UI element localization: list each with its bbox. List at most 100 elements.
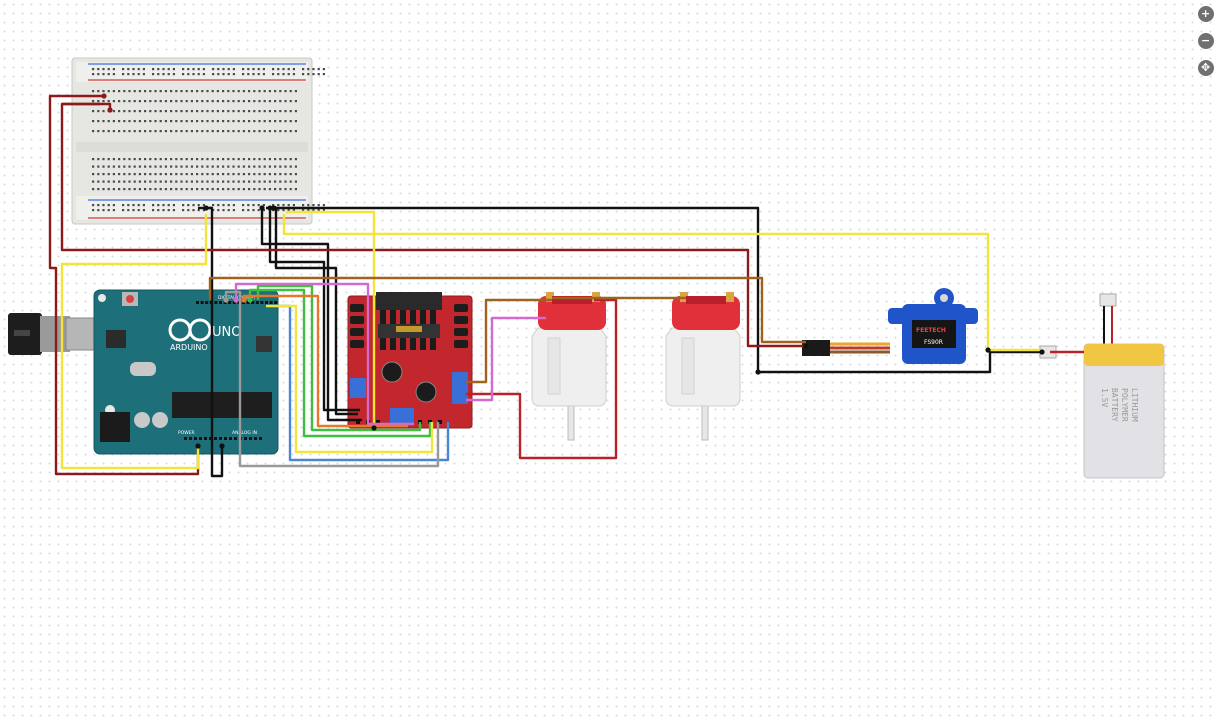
- hole: [222, 120, 225, 123]
- hole: [222, 180, 225, 183]
- hole: [164, 130, 167, 133]
- hole: [196, 173, 199, 176]
- hole: [112, 120, 115, 123]
- hole: [162, 73, 165, 76]
- hole: [137, 204, 140, 207]
- dc-motor-2[interactable]: [665, 292, 741, 441]
- hole: [159, 158, 162, 161]
- hole: [216, 100, 219, 103]
- hole: [237, 165, 240, 168]
- motor-a-terminal[interactable]: [350, 378, 366, 398]
- hole: [197, 209, 200, 212]
- hole: [263, 188, 266, 191]
- hole: [194, 437, 197, 440]
- hole: [242, 209, 245, 212]
- hole: [248, 100, 251, 103]
- hole: [242, 158, 245, 161]
- hole: [185, 100, 188, 103]
- hole: [237, 180, 240, 183]
- hole: [227, 188, 230, 191]
- hole: [190, 188, 193, 191]
- hole: [216, 173, 219, 176]
- hole: [294, 130, 297, 133]
- hole: [142, 68, 145, 71]
- power-jack: [100, 412, 130, 442]
- hole: [133, 158, 136, 161]
- hole: [211, 173, 214, 176]
- zoom-out-icon[interactable]: −: [1198, 33, 1214, 49]
- servo-connector[interactable]: [802, 340, 830, 356]
- hole: [201, 100, 204, 103]
- hole: [232, 130, 235, 133]
- hole: [144, 90, 147, 93]
- hole: [212, 68, 215, 71]
- hole: [227, 165, 230, 168]
- power-analog-pin-header[interactable]: [184, 437, 262, 440]
- l298n-motor-driver[interactable]: [347, 292, 473, 429]
- power-terminal[interactable]: [390, 408, 414, 424]
- hole: [164, 173, 167, 176]
- hole: [107, 120, 110, 123]
- hole: [211, 180, 214, 183]
- hole: [149, 173, 152, 176]
- hole: [167, 204, 170, 207]
- hole: [211, 110, 214, 113]
- hole: [107, 188, 110, 191]
- hole: [144, 173, 147, 176]
- hole: [175, 165, 178, 168]
- servo-motor[interactable]: FEETECH FS90R: [802, 288, 978, 364]
- hole: [211, 120, 214, 123]
- hole: [201, 188, 204, 191]
- zoom-in-icon[interactable]: +: [1198, 6, 1214, 22]
- hole: [263, 90, 266, 93]
- hole: [228, 301, 232, 304]
- hole: [180, 158, 183, 161]
- hole: [149, 100, 152, 103]
- hole: [217, 73, 220, 76]
- hole: [222, 68, 225, 71]
- hole: [122, 73, 125, 76]
- arduino-uno[interactable]: UNO ARDUINO DIGITAL (PWM~) POWER ANALOG …: [93, 289, 279, 455]
- fit-to-screen-icon[interactable]: ✥: [1198, 60, 1214, 76]
- hole: [274, 165, 277, 168]
- hole: [294, 158, 297, 161]
- lipo-battery[interactable]: LITHIUM POLYMER BATTERY 1.5V: [1039, 293, 1165, 479]
- hole: [128, 158, 131, 161]
- hole: [274, 158, 277, 161]
- hole: [154, 158, 157, 161]
- hole: [277, 68, 280, 71]
- hole: [284, 130, 287, 133]
- hole: [170, 165, 173, 168]
- hole: [222, 165, 225, 168]
- hole: [138, 188, 141, 191]
- hole: [102, 165, 105, 168]
- hole: [206, 100, 209, 103]
- hole: [248, 90, 251, 93]
- hole: [211, 188, 214, 191]
- hole: [263, 173, 266, 176]
- hole: [201, 130, 204, 133]
- hole: [222, 173, 225, 176]
- hole: [185, 130, 188, 133]
- hole: [112, 173, 115, 176]
- motor-b-terminal[interactable]: [452, 372, 468, 404]
- hole: [206, 158, 209, 161]
- hole: [102, 180, 105, 183]
- breadboard[interactable]: [71, 57, 325, 225]
- hole: [112, 68, 115, 71]
- hole: [112, 209, 115, 212]
- hole: [322, 73, 325, 76]
- hole: [154, 130, 157, 133]
- hole: [289, 180, 292, 183]
- hole: [190, 120, 193, 123]
- dc-motor-1[interactable]: [531, 292, 607, 441]
- hole: [164, 165, 167, 168]
- hole: [248, 180, 251, 183]
- hole: [175, 180, 178, 183]
- hole: [190, 90, 193, 93]
- hole: [175, 100, 178, 103]
- hole: [294, 110, 297, 113]
- hole: [132, 73, 135, 76]
- hole: [133, 130, 136, 133]
